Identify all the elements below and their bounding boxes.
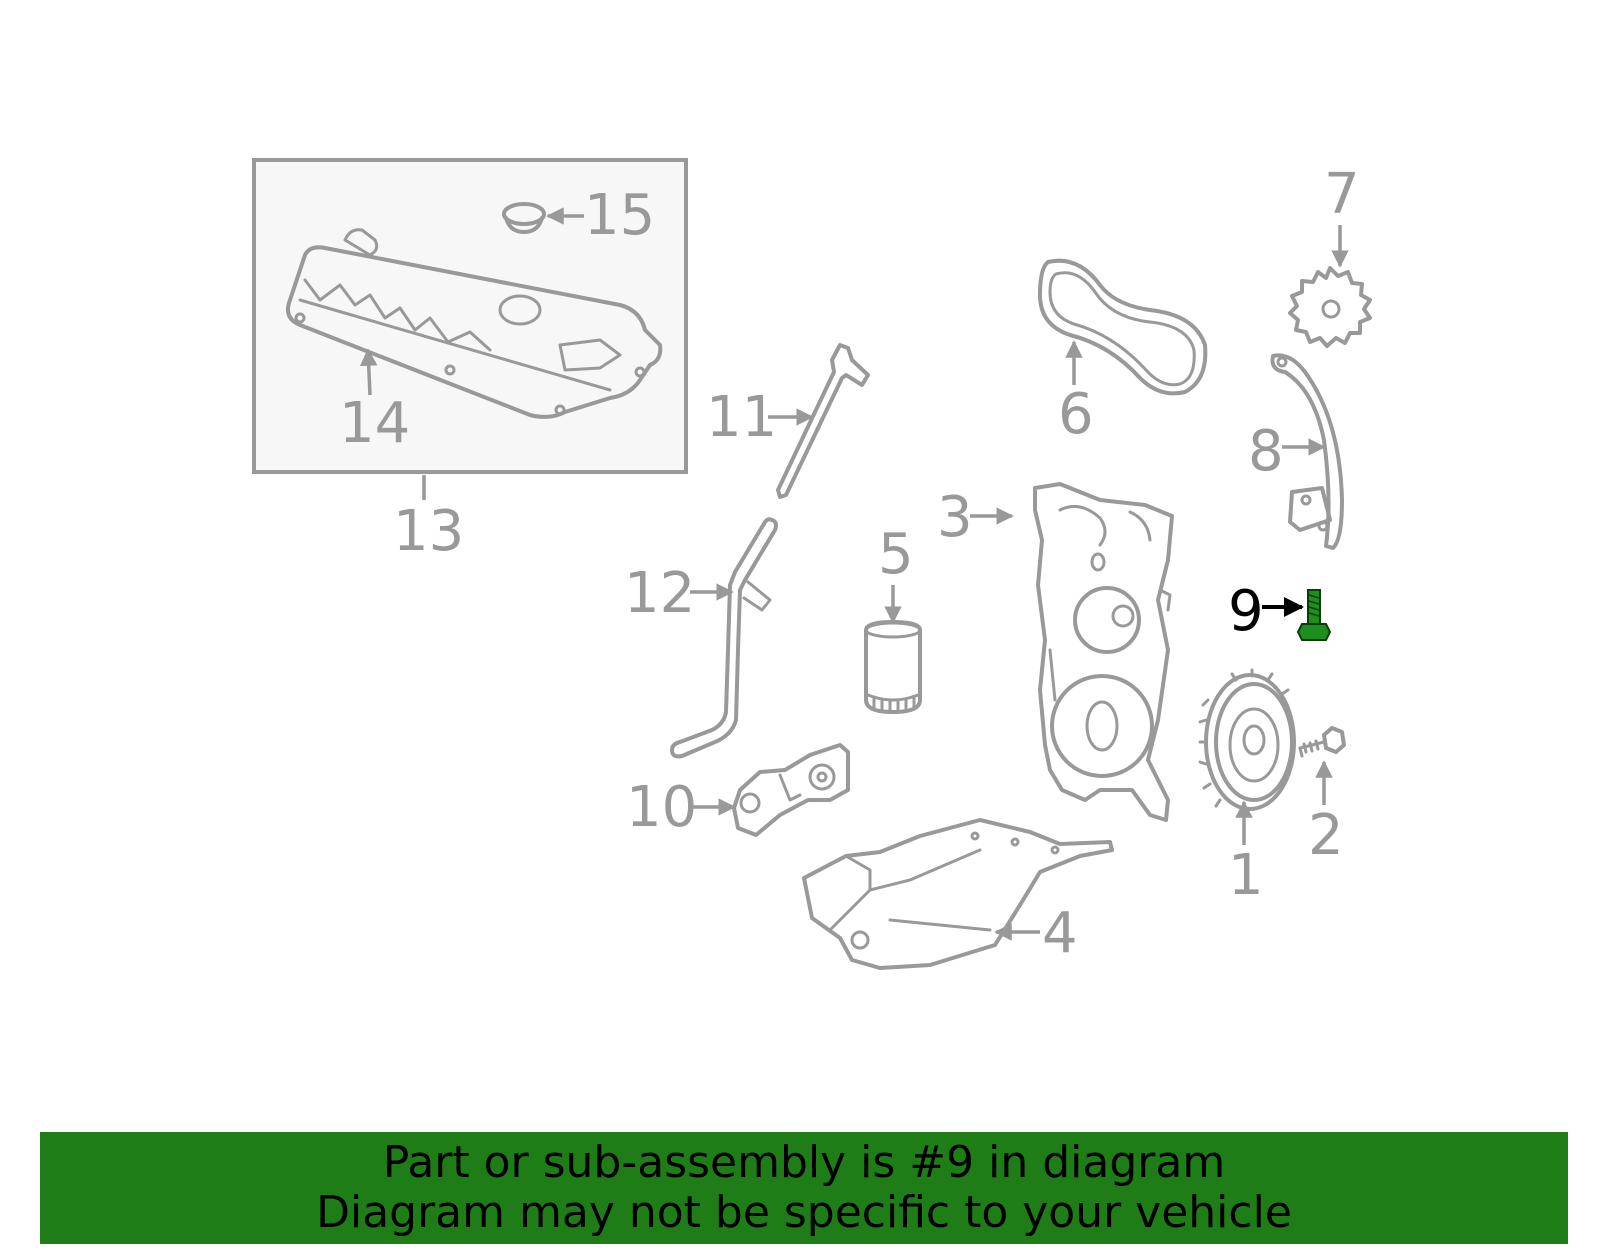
part-1-crank-pulley[interactable] [1198, 668, 1296, 811]
part-4-oil-pan[interactable] [802, 818, 1114, 970]
callout-5: 5 [878, 522, 914, 587]
valve-cover-inset-box [252, 158, 688, 474]
part-8-chain-guide[interactable] [1270, 353, 1344, 550]
part-5-oil-filter[interactable] [864, 620, 922, 714]
part-2-bolt[interactable] [1298, 726, 1346, 758]
callout-1: 1 [1228, 843, 1264, 908]
callout-4: 4 [1042, 901, 1078, 966]
part-14-valve-cover[interactable] [286, 228, 663, 419]
callout-3: 3 [937, 485, 973, 550]
callout-10: 10 [626, 775, 697, 840]
part-12-dipstick-tube[interactable] [670, 517, 778, 759]
part-3-timing-cover[interactable] [1033, 482, 1174, 822]
banner-line-disclaimer: Diagram may not be specific to your vehi… [316, 1187, 1292, 1238]
callout-11: 11 [706, 385, 777, 450]
callout-2: 2 [1308, 803, 1344, 868]
part-11-dipstick[interactable] [776, 343, 870, 499]
part-10-oil-pump[interactable] [732, 743, 850, 837]
callout-14: 14 [339, 391, 410, 456]
part-6-timing-chain[interactable] [1038, 258, 1208, 396]
callout-15: 15 [584, 183, 655, 248]
part-15-oil-cap[interactable] [502, 202, 546, 234]
part-9-bolt-highlighted[interactable] [1296, 589, 1332, 641]
info-banner: Part or sub-assembly is #9 in diagram Di… [40, 1132, 1568, 1244]
callout-7: 7 [1324, 162, 1360, 227]
callout-labels: 14 15 13 11 12 5 10 3 4 6 7 8 1 2 9 [339, 162, 1360, 966]
banner-line-part-number: Part or sub-assembly is #9 in diagram [382, 1137, 1226, 1188]
callout-12: 12 [624, 561, 695, 626]
callout-13: 13 [393, 499, 464, 564]
callout-8: 8 [1248, 419, 1284, 484]
callout-6: 6 [1058, 382, 1094, 447]
callout-9-highlighted: 9 [1228, 579, 1264, 644]
part-7-sprocket[interactable] [1288, 266, 1372, 348]
leader-lines [359, 207, 1349, 941]
